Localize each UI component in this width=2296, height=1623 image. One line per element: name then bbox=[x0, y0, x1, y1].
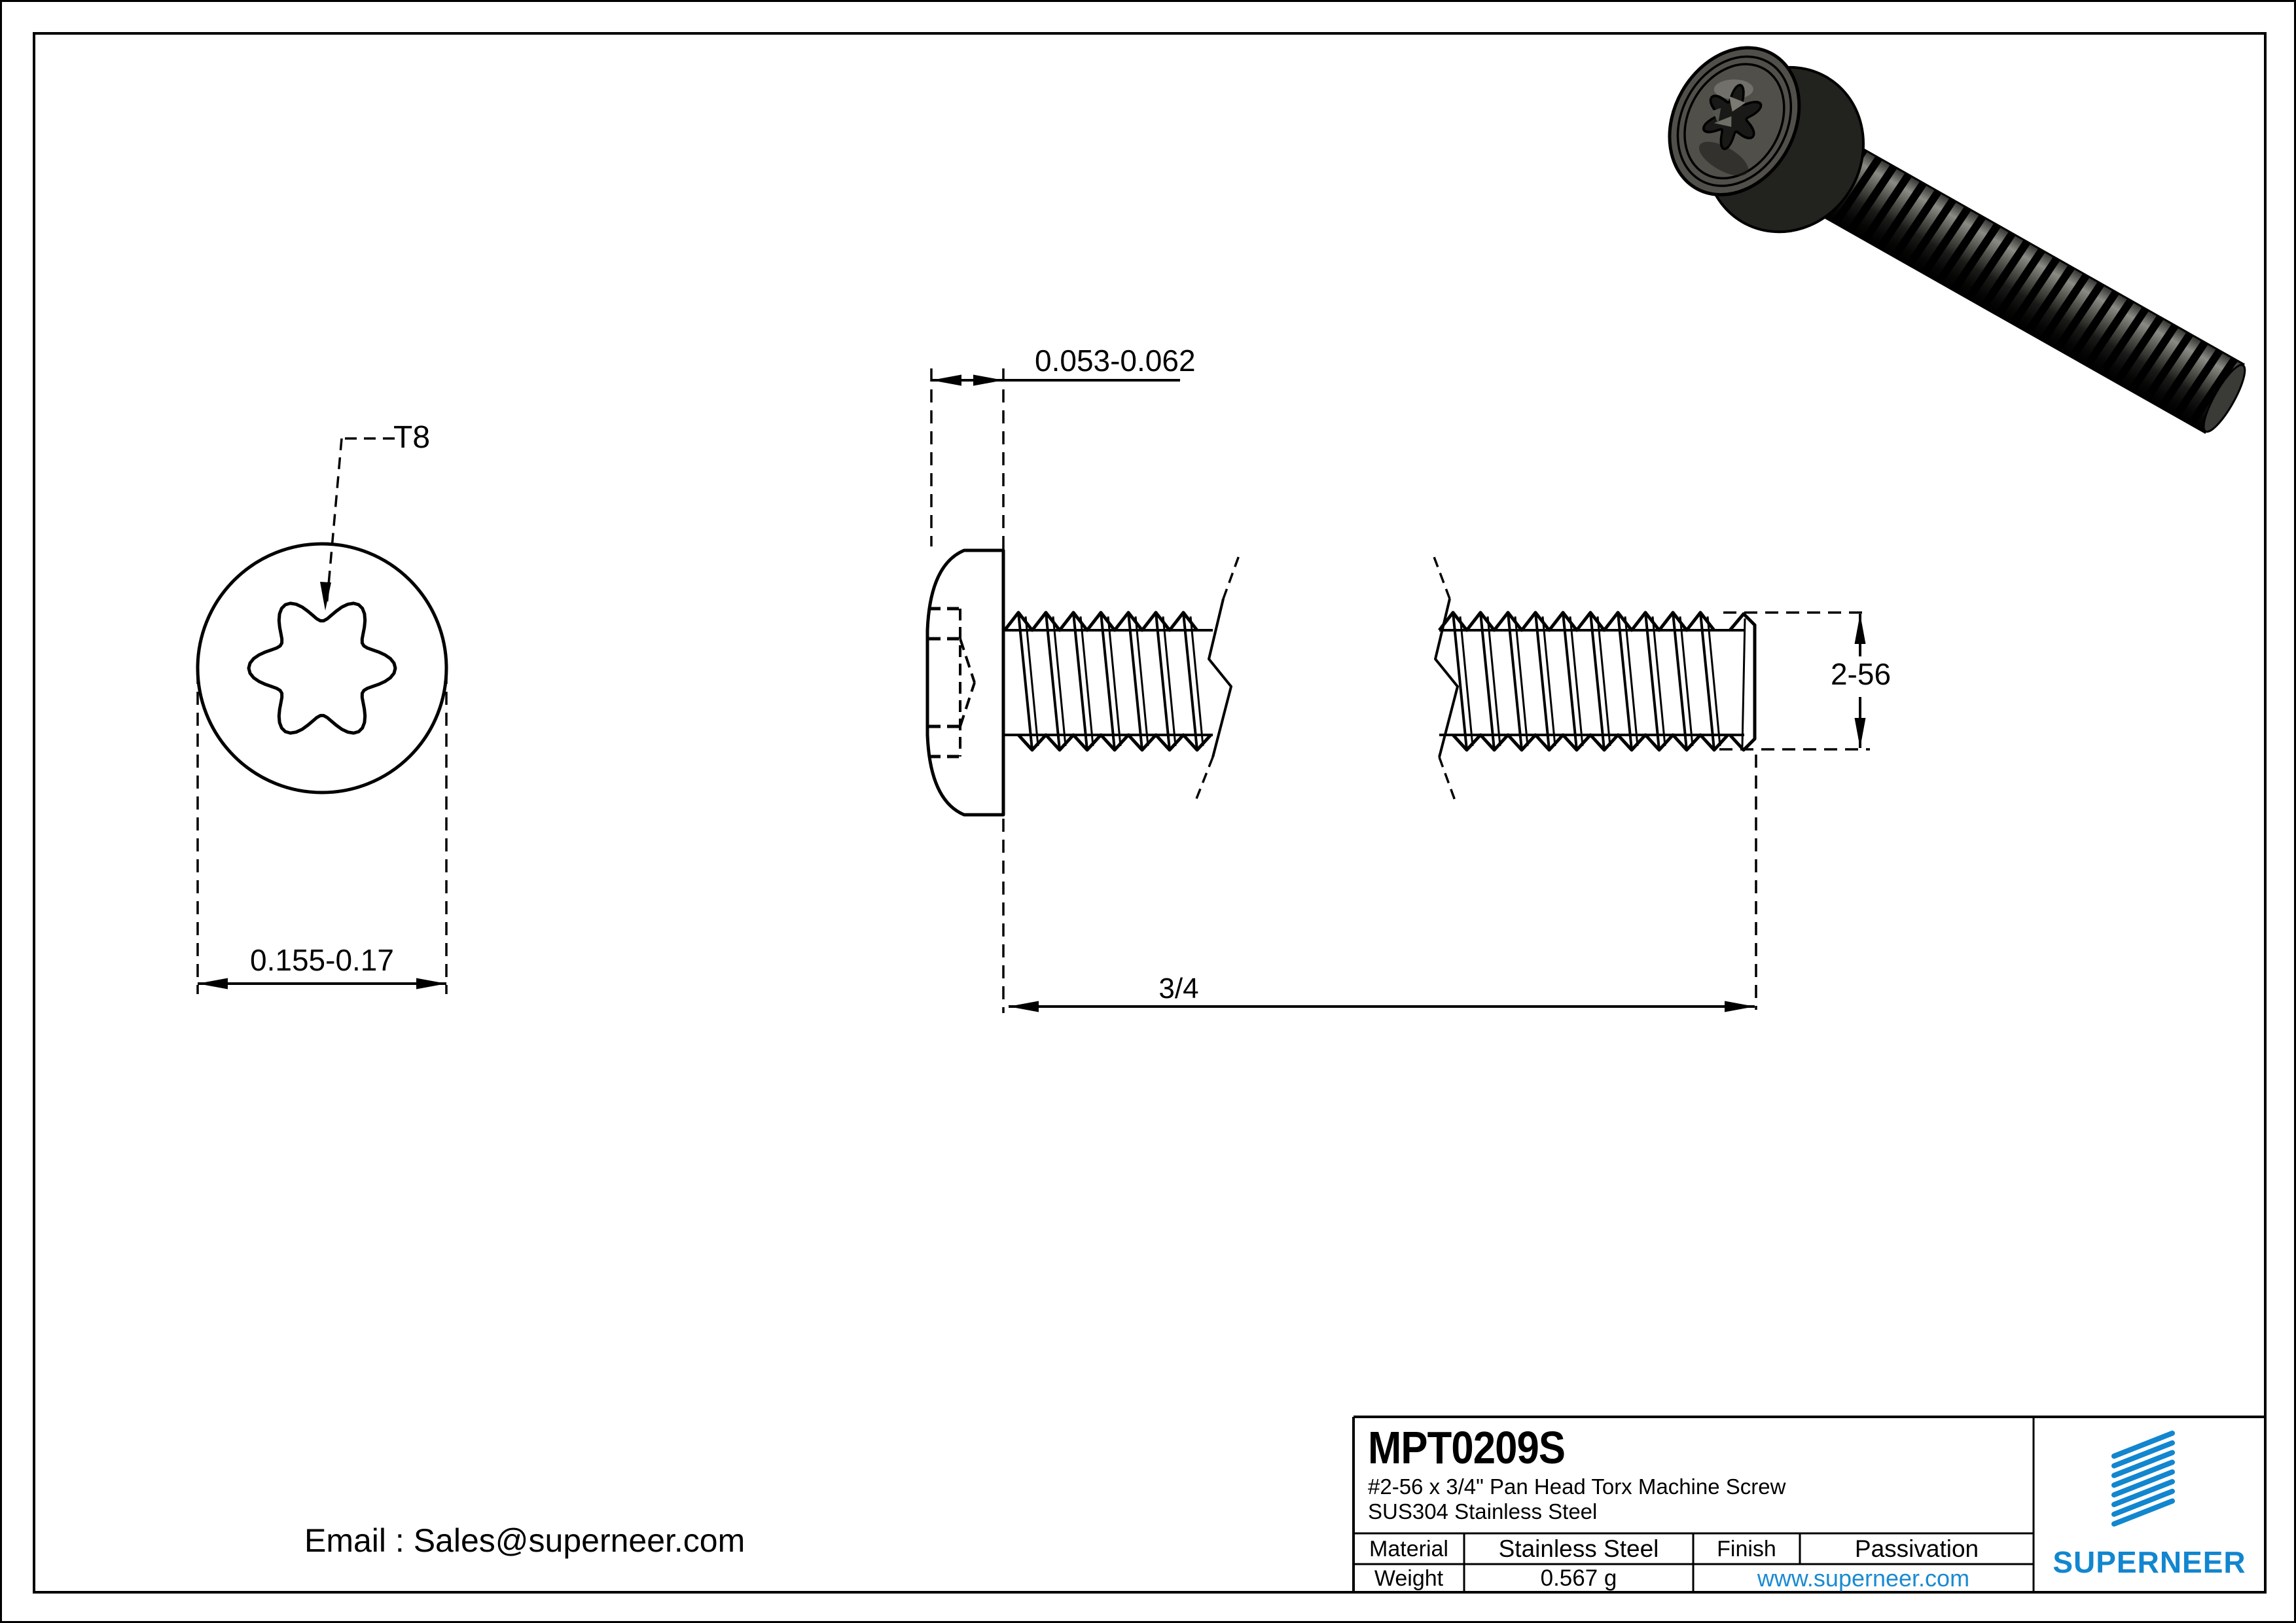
website-link[interactable]: www.superneer.com bbox=[1757, 1564, 1970, 1592]
front-view-drawing bbox=[196, 437, 448, 994]
weight-label: Weight bbox=[1374, 1565, 1444, 1591]
part-description-line2: SUS304 Stainless Steel bbox=[1368, 1499, 1598, 1524]
head-diameter-dimension: 0.155-0.17 bbox=[250, 943, 394, 977]
material-value: Stainless Steel bbox=[1498, 1535, 1659, 1562]
part-description-line1: #2-56 x 3/4" Pan Head Torx Machine Screw bbox=[1368, 1474, 1786, 1499]
material-label: Material bbox=[1369, 1536, 1448, 1561]
screw-3d-render bbox=[1668, 46, 2246, 434]
weight-value: 0.567 g bbox=[1540, 1565, 1617, 1591]
brand-text: SUPERNEER bbox=[2053, 1545, 2246, 1579]
finish-value: Passivation bbox=[1854, 1535, 1979, 1562]
part-number: MPT0209S bbox=[1368, 1422, 1566, 1473]
side-view-dimensions bbox=[930, 368, 1870, 1013]
side-view-drawing bbox=[925, 548, 1757, 817]
contact-email-text: Email : Sales@superneer.com bbox=[304, 1522, 745, 1559]
head-height-dimension: 0.053-0.062 bbox=[1035, 344, 1196, 378]
torx-size-label: T8 bbox=[393, 420, 431, 455]
length-dimension: 3/4 bbox=[1158, 972, 1199, 1005]
frame-and-title-block-grid bbox=[33, 32, 2267, 1594]
thread-size-dimension: 2-56 bbox=[1830, 657, 1892, 691]
finish-label: Finish bbox=[1717, 1536, 1776, 1561]
superneer-logo-mark bbox=[2111, 1431, 2175, 1527]
